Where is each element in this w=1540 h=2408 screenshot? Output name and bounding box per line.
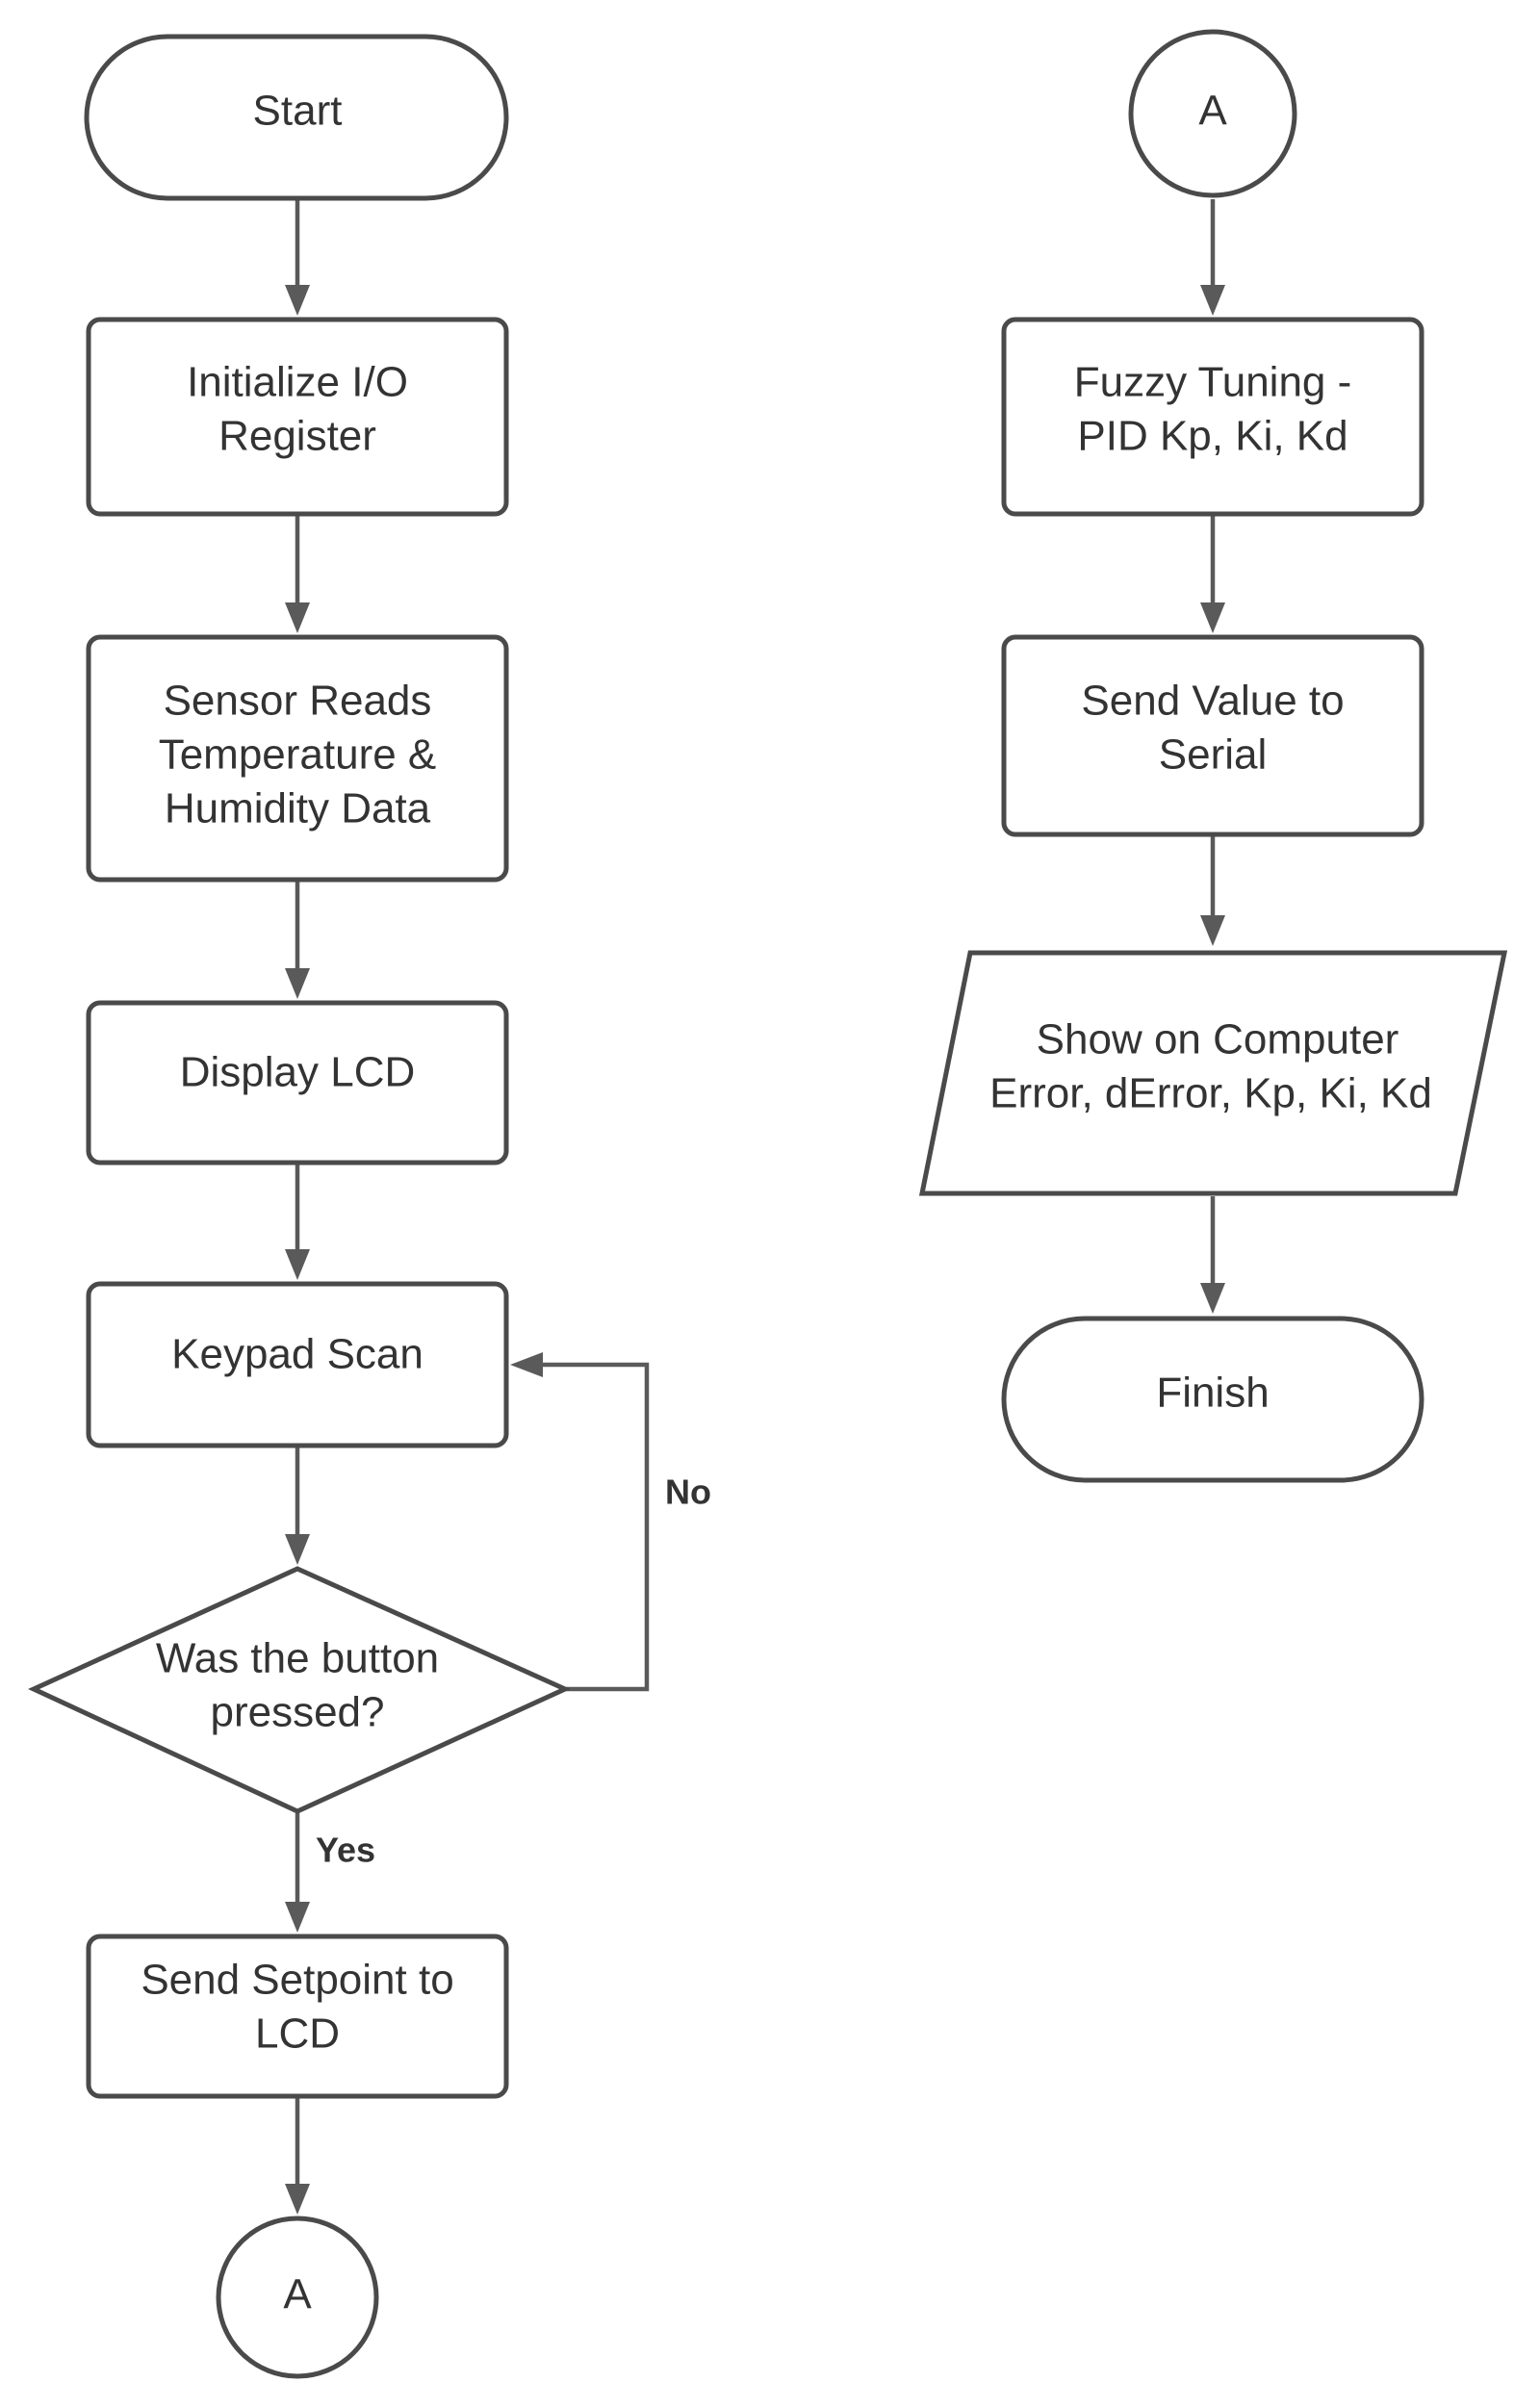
process-shape (86, 1281, 509, 1448)
node-fuzzy-tuning-line-1: Fuzzy Tuning - (1074, 359, 1352, 406)
edge-decision-yes (285, 1813, 310, 1933)
node-send-value-line-1: Send Value to (1081, 678, 1344, 725)
node-fuzzy-tuning-line-2: PID Kp, Ki, Kd (1077, 413, 1348, 460)
node-connector-out-label: A (283, 2271, 312, 2318)
node-button-decision: Was the button pressed? (28, 1566, 572, 1814)
edge-init-to-sensor (285, 515, 310, 633)
node-keypad-scan: Keypad Scan (86, 1281, 509, 1448)
edge-label-yes: Yes (316, 1831, 375, 1870)
node-init-io-line-1: Initialize I/O (187, 359, 408, 406)
connectors (285, 199, 1225, 2215)
node-show-computer-line-1: Show on Computer (1037, 1016, 1399, 1063)
node-button-decision-line-1: Was the button (156, 1635, 439, 1682)
terminator-shape (1001, 1316, 1424, 1483)
node-init-io-line-2: Register (218, 413, 376, 460)
node-send-value-line-2: Serial (1159, 731, 1268, 779)
node-start-label: Start (253, 88, 343, 135)
edge-start-to-init (285, 200, 310, 316)
edge-sensor-to-display (285, 881, 310, 999)
node-display-lcd: Display LCD (86, 1000, 509, 1166)
node-sensor-reads: Sensor Reads Temperature & Humidity Data (86, 634, 509, 883)
edge-fuzzy-to-sendvalue (1200, 515, 1225, 633)
node-init-io: Initialize I/O Register (86, 317, 509, 517)
edge-keypad-to-decision (285, 1446, 310, 1565)
node-connector-in: A (1128, 29, 1297, 198)
edge-label-no: No (665, 1473, 711, 1512)
process-shape (1001, 317, 1424, 517)
process-shape (86, 1000, 509, 1166)
node-start: Start (84, 34, 509, 201)
edge-show-to-finish (1200, 1196, 1225, 1314)
node-finish-label: Finish (1156, 1370, 1269, 1417)
node-send-setpoint-line-1: Send Setpoint to (141, 1957, 453, 2004)
connector-shape (1128, 29, 1297, 198)
node-show-computer-line-2: Error, dError, Kp, Ki, Kd (989, 1070, 1432, 1117)
node-connector-out: A (216, 2216, 379, 2379)
node-keypad-scan-label: Keypad Scan (171, 1331, 424, 1378)
node-display-lcd-label: Display LCD (180, 1049, 416, 1096)
decision-shape (28, 1566, 572, 1814)
node-send-value: Send Value to Serial (1001, 634, 1424, 837)
node-connector-in-label: A (1198, 88, 1227, 135)
process-shape (1001, 634, 1424, 837)
process-shape (86, 1934, 509, 2099)
process-shape (86, 634, 509, 883)
node-send-setpoint: Send Setpoint to LCD (86, 1934, 509, 2099)
node-finish: Finish (1001, 1316, 1424, 1483)
node-sensor-reads-line-1: Sensor Reads (164, 678, 432, 725)
edge-decision-no-loop (510, 1352, 650, 1692)
edge-connector-to-fuzzy (1200, 199, 1225, 316)
edge-setpoint-to-connector (285, 2096, 310, 2215)
connector-shape (216, 2216, 379, 2379)
node-button-decision-line-2: pressed? (210, 1689, 384, 1736)
node-sensor-reads-line-2: Temperature & (159, 731, 437, 779)
edge-sendvalue-to-show (1200, 835, 1225, 946)
node-sensor-reads-line-3: Humidity Data (165, 785, 431, 833)
node-fuzzy-tuning: Fuzzy Tuning - PID Kp, Ki, Kd (1001, 317, 1424, 517)
terminator-shape (84, 34, 509, 201)
process-shape (86, 317, 509, 517)
node-show-computer: Show on Computer Error, dError, Kp, Ki, … (918, 950, 1508, 1196)
node-send-setpoint-line-2: LCD (255, 2011, 340, 2058)
edge-display-to-keypad (285, 1163, 310, 1280)
data-shape (918, 950, 1508, 1196)
